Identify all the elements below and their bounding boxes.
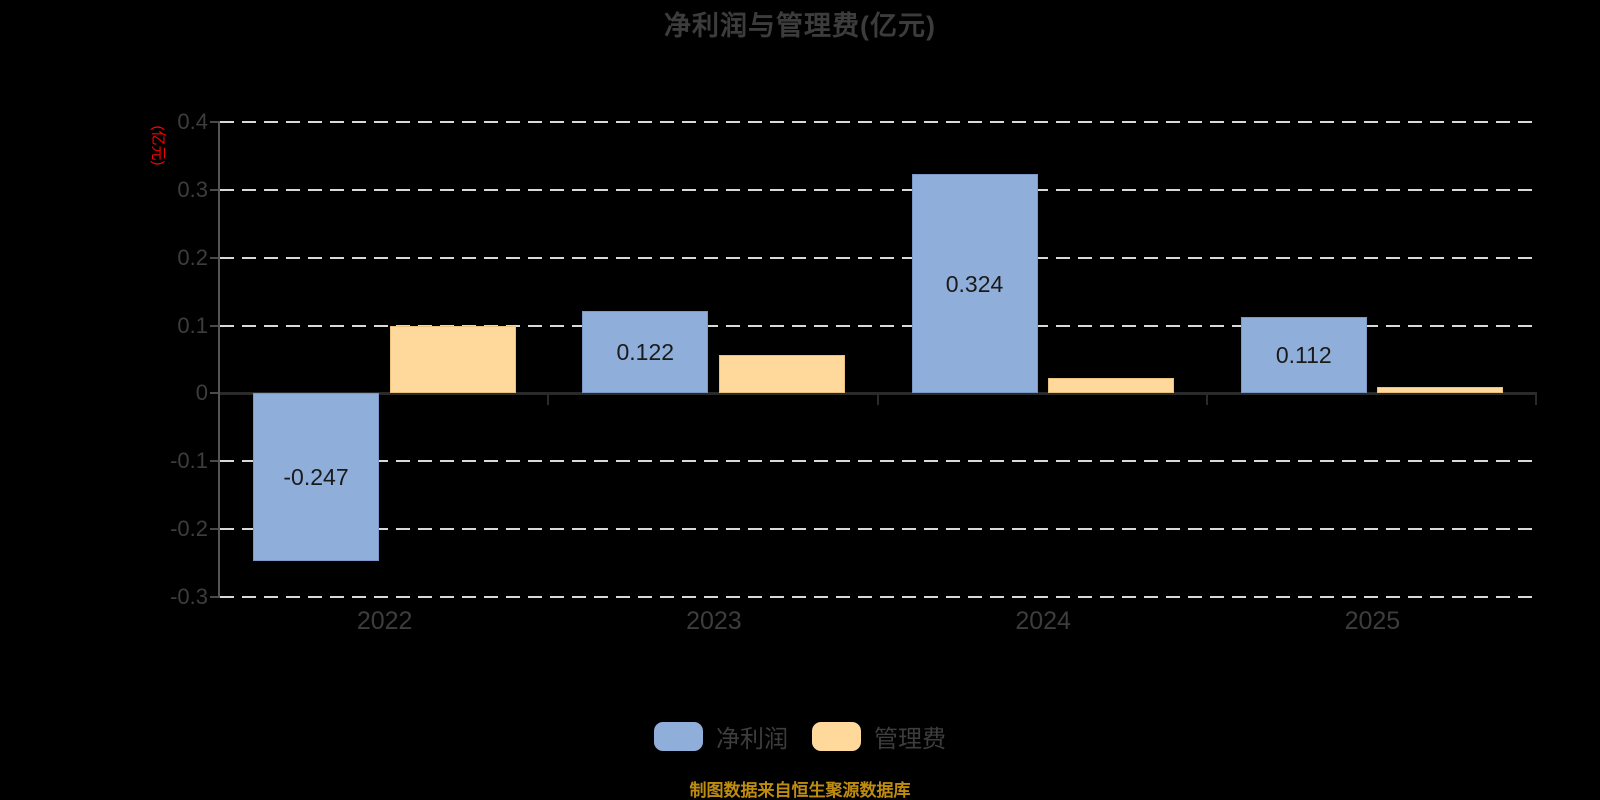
chart-title: 净利润与管理费(亿元) (664, 11, 936, 41)
gridline (220, 121, 1537, 123)
gridline (220, 324, 1537, 327)
bar (1240, 317, 1367, 394)
y-tick-label: -0.1 (170, 448, 208, 474)
bar (1377, 387, 1504, 394)
gridline (220, 460, 1537, 463)
legend-swatch (654, 722, 703, 751)
y-tick-label: 0.4 (177, 109, 208, 134)
legend: 净利润 管理费 (0, 719, 1600, 754)
bar-value-label: 0.324 (945, 270, 1004, 297)
legend-item: 净利润 (654, 719, 788, 754)
bar (718, 354, 845, 394)
y-tick-label: 0.2 (177, 244, 208, 270)
bar (911, 173, 1038, 394)
x-tick-label: 2023 (686, 607, 742, 635)
y-tick-mark (210, 528, 220, 531)
category-tick-mark (876, 394, 879, 406)
y-tick-mark (210, 256, 220, 259)
y-tick-label: -0.3 (170, 584, 208, 609)
y-tick-mark (210, 188, 220, 191)
category-tick-mark (547, 394, 550, 406)
gridline (220, 596, 1537, 598)
zero-axis-line (220, 391, 1537, 395)
source-note: 制图数据来自恒生聚源数据库 (689, 781, 911, 800)
bar (253, 393, 379, 562)
legend-swatch (812, 722, 861, 751)
legend-label: 管理费 (874, 726, 946, 753)
gridline (220, 528, 1537, 531)
x-tick-label: 2022 (356, 607, 413, 635)
bar (389, 325, 516, 394)
gridline (220, 188, 1537, 191)
y-tick-label: 0.1 (177, 312, 208, 338)
x-tick-label: 2025 (1344, 607, 1401, 635)
y-axis-line (218, 122, 220, 597)
category-tick-mark (1535, 394, 1537, 406)
bar (582, 310, 709, 394)
y-tick-mark (210, 392, 220, 395)
y-tick-label: 0.3 (177, 176, 208, 202)
legend-label: 净利润 (716, 726, 788, 753)
legend-item: 管理费 (812, 719, 946, 754)
bar-value-label: 0.122 (616, 339, 675, 366)
y-tick-mark (210, 121, 220, 123)
y-tick-mark (210, 324, 220, 327)
y-tick-mark (210, 460, 220, 463)
bar-value-label: 0.112 (1275, 342, 1332, 369)
bar (1048, 377, 1174, 394)
y-tick-mark (210, 596, 220, 598)
bar-value-label: -0.247 (283, 464, 349, 491)
gridline (220, 256, 1537, 259)
y-tick-label: -0.2 (170, 516, 208, 542)
category-tick-mark (1205, 394, 1208, 406)
x-tick-label: 2024 (1015, 607, 1071, 635)
y-tick-label: 0 (195, 380, 208, 406)
